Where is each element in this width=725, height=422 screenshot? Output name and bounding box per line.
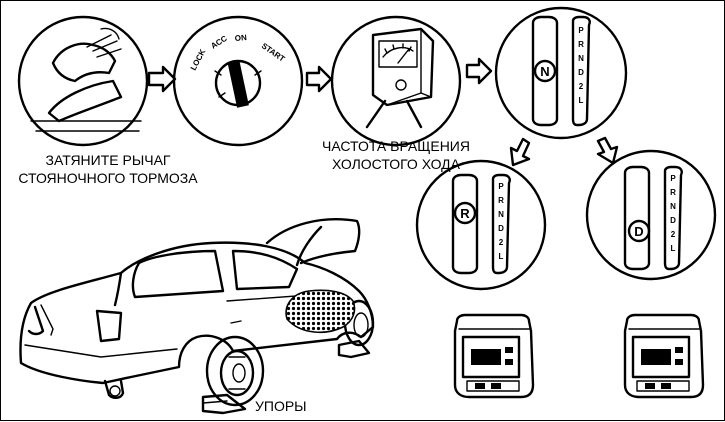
arrow-right-icon: [465, 57, 493, 85]
gear-gate-letter: L: [499, 252, 504, 261]
arrow-right-icon: [305, 65, 333, 93]
idle-speed-caption-line2: ХОЛОСТОГО ХОДА: [332, 156, 460, 172]
arrow-right-icon: [147, 65, 177, 93]
selector-neutral-letter: N: [540, 64, 549, 79]
monitor-icon: [453, 313, 535, 399]
idle-speed-caption: ЧАСТОТА ВРАЩЕНИЯ ХОЛОСТОГО ХОДА: [301, 137, 491, 173]
ignition-switch-circle: LOCK ACC ON START: [172, 15, 304, 147]
gear-gate-letter: D: [498, 224, 504, 233]
gear-gate-letter: D: [670, 216, 676, 225]
parking-brake-caption-line2: СТОЯНОЧНОГО ТОРМОЗА: [18, 170, 198, 186]
gear-gate-letter: N: [498, 210, 504, 219]
selector-drive-letter: D: [634, 224, 643, 239]
ignition-start-label: START: [260, 41, 287, 63]
car-icon: [19, 218, 375, 415]
selector-reverse-letter: R: [460, 206, 470, 221]
tachometer-circle: [330, 15, 462, 147]
arrow-down-icon: [596, 136, 619, 165]
idle-speed-caption-line1: ЧАСТОТА ВРАЩЕНИЯ: [322, 138, 470, 154]
ignition-key-icon: [214, 59, 262, 108]
gear-gate-letter: 2: [499, 238, 504, 247]
wheel-chock-icon: [201, 339, 371, 415]
engine-area-pattern: [285, 289, 356, 334]
rear-wheel: [205, 335, 265, 407]
parking-brake-circle: [17, 15, 149, 147]
tachometer-icon: [365, 27, 435, 129]
gear-gate-letter: L: [579, 96, 584, 105]
wheel-chocks-caption: УПОРЫ: [255, 398, 307, 414]
hand-on-lever-icon: [30, 27, 142, 132]
parking-brake-caption-line1: ЗАТЯНИТЕ РЫЧАГ: [45, 152, 171, 168]
gear-gate-letter: N: [670, 202, 676, 211]
ignition-on-label: ON: [234, 33, 247, 43]
gear-gate-letter: P: [578, 26, 584, 35]
gear-gate-letter: R: [578, 40, 584, 49]
gear-gate-letter: N: [578, 54, 584, 63]
gear-gate-letter: P: [670, 174, 676, 183]
gear-gate-letter: R: [498, 196, 504, 205]
ignition-lock-label: LOCK: [189, 48, 208, 72]
gear-gate-letter: R: [670, 188, 676, 197]
ignition-acc-label: ACC: [209, 34, 229, 51]
gear-gate-letter: D: [578, 68, 584, 77]
gear-gate-letter: 2: [671, 230, 676, 239]
monitor-icon: [623, 313, 705, 399]
gear-gate-letter: P: [498, 182, 504, 191]
arrow-down-icon: [509, 137, 531, 167]
parking-brake-caption: ЗАТЯНИТЕ РЫЧАГ СТОЯНОЧНОГО ТОРМОЗА: [1, 151, 215, 187]
gear-gate-letter: 2: [579, 82, 584, 91]
gear-gate-letter: L: [671, 244, 676, 253]
